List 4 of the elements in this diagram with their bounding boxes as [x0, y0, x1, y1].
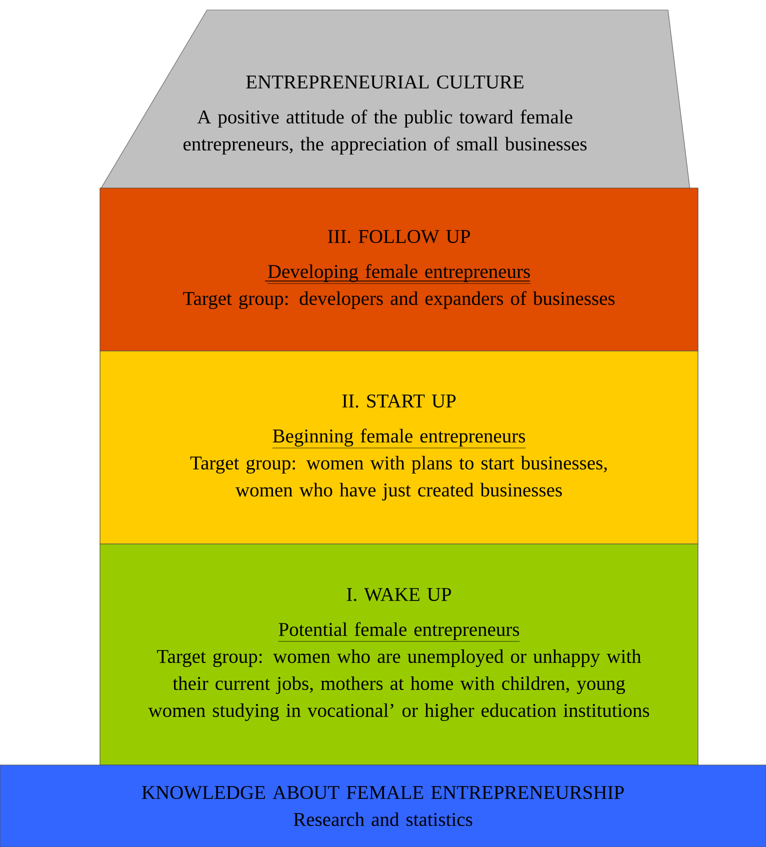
level-band: III. FOLLOW UP Developing female entrepreneurs Target group: developers and expanders of businesses: [100, 188, 698, 352]
level-band: II. START UP Beginning female entrepreneurs Target group: women with plans to start businesses, women who have just created businesses: [100, 350, 698, 544]
foundation-band: KNOWLEDGE ABOUT FEMALE ENTREPRENEURSHIP Research and statistics: [0, 764, 766, 847]
level-band: I. WAKE UP Potential female entrepreneurs Target group: women who are unemployed or unhappy with their current jobs, mothers at home with children, young women studying in vocational’ or higher education institutions: [100, 544, 698, 766]
